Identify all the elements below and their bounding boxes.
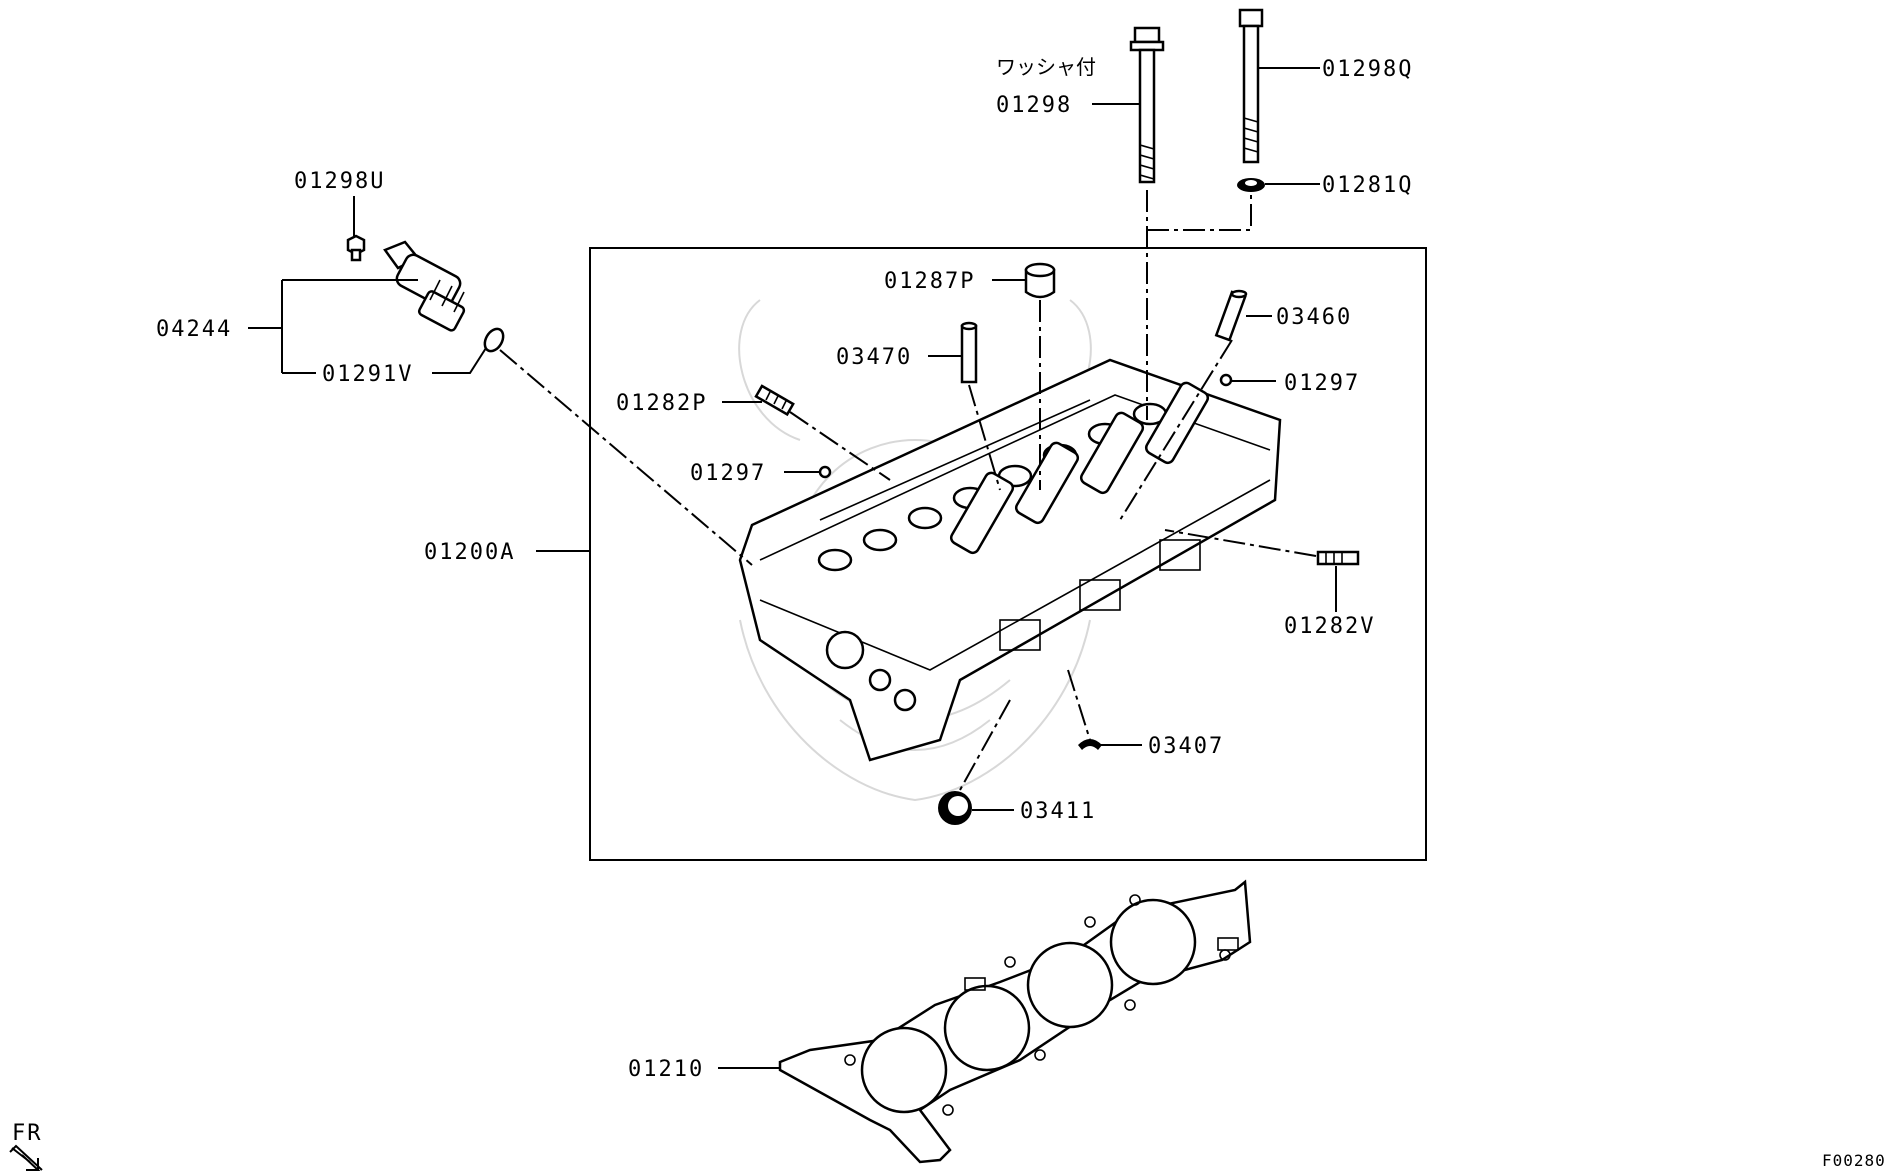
- cylinder-head-01200A-part[interactable]: [738, 358, 1282, 762]
- seal-03411-part[interactable]: [938, 791, 972, 825]
- label-01281Q[interactable]: 01281Q: [1322, 173, 1413, 198]
- part-labels: 01298U 04244 01291V ワッシャ付 01298 01298Q 0…: [12, 55, 1886, 1170]
- label-01298Q[interactable]: 01298Q: [1322, 57, 1413, 82]
- plug-01297-upper-part[interactable]: [1219, 373, 1233, 387]
- label-03460[interactable]: 03460: [1276, 305, 1352, 330]
- tube-03460-part[interactable]: [1214, 289, 1248, 342]
- bolt-01298Q-part[interactable]: [1238, 8, 1264, 164]
- plug-01297-lower-part[interactable]: [818, 465, 832, 479]
- stud-01282P-part[interactable]: [754, 384, 795, 417]
- label-01282V[interactable]: 01282V: [1284, 614, 1375, 639]
- label-01210[interactable]: 01210: [628, 1057, 704, 1082]
- seal-03407-part[interactable]: [1078, 739, 1102, 750]
- stud-01282V-part[interactable]: [1316, 550, 1360, 566]
- label-01282P[interactable]: 01282P: [616, 391, 707, 416]
- tube-03470-part[interactable]: [960, 321, 978, 384]
- spark-plug-tubes: [949, 381, 1210, 555]
- label-01200A[interactable]: 01200A: [424, 540, 515, 565]
- label-01298[interactable]: 01298: [996, 93, 1072, 118]
- label-01297-upper[interactable]: 01297: [1284, 371, 1360, 396]
- assembly-dash-lines: [499, 190, 1317, 791]
- head-gasket-01210-part[interactable]: [778, 879, 1252, 1164]
- label-01287P[interactable]: 01287P: [884, 269, 975, 294]
- label-note-jp: ワッシャ付: [996, 55, 1096, 79]
- bolt-01298U-part[interactable]: [346, 234, 366, 262]
- front-direction-label: FR: [12, 1121, 43, 1146]
- label-03470[interactable]: 03470: [836, 345, 912, 370]
- front-direction-arrow-icon: [9, 1144, 43, 1171]
- label-01298U[interactable]: 01298U: [294, 169, 385, 194]
- plug-01287P-part[interactable]: [1024, 262, 1056, 299]
- label-01297-lower[interactable]: 01297: [690, 461, 766, 486]
- o-ring-01291V-part[interactable]: [481, 326, 507, 355]
- side-ports: [825, 539, 1201, 712]
- bolt-01298-part[interactable]: [1129, 26, 1165, 184]
- label-01291V[interactable]: 01291V: [322, 362, 413, 387]
- assembly-frame: [589, 247, 1427, 861]
- leader-lines: [248, 67, 1337, 1069]
- label-03411[interactable]: 03411: [1020, 799, 1096, 824]
- label-04244[interactable]: 04244: [156, 317, 232, 342]
- oil-control-valve-04244-part[interactable]: [383, 240, 466, 332]
- washer-01281Q-part[interactable]: [1237, 178, 1265, 192]
- label-03407[interactable]: 03407: [1148, 734, 1224, 759]
- diagram-code: F00280: [1822, 1151, 1886, 1170]
